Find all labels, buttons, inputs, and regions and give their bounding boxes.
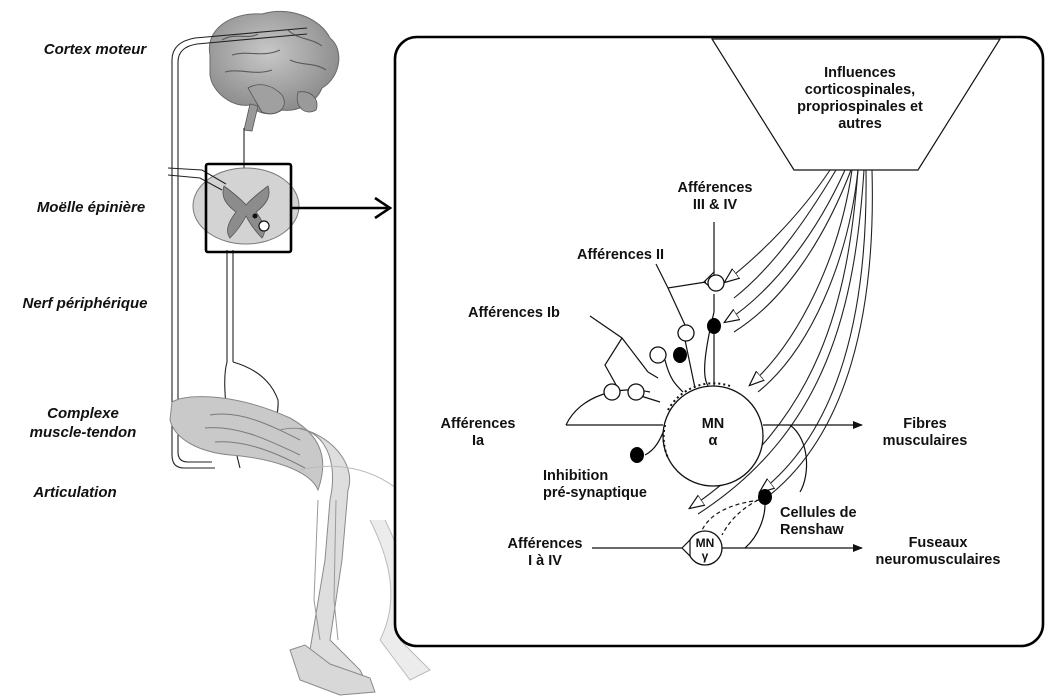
label-aff-1b: Afférences Ib [468, 305, 608, 322]
aff-3-4-terminal [708, 275, 724, 291]
spinal-cord-section [193, 168, 299, 244]
brain-illustration [209, 11, 338, 131]
aff-3-4-inhibitory-terminal [707, 318, 721, 334]
leg-illustration [170, 397, 430, 695]
aff-2-terminal [678, 325, 694, 341]
label-aff-2: Afférences II [577, 247, 697, 264]
label-cortex: Cortex moteur [20, 41, 170, 58]
label-peripheral-nerve: Nerf périphérique [5, 295, 165, 312]
label-spinal-cord: Moëlle épinière [16, 199, 166, 216]
renshaw-cell [758, 489, 772, 505]
label-joint: Articulation [0, 484, 150, 501]
presynaptic-inhibition-terminal [630, 447, 644, 463]
